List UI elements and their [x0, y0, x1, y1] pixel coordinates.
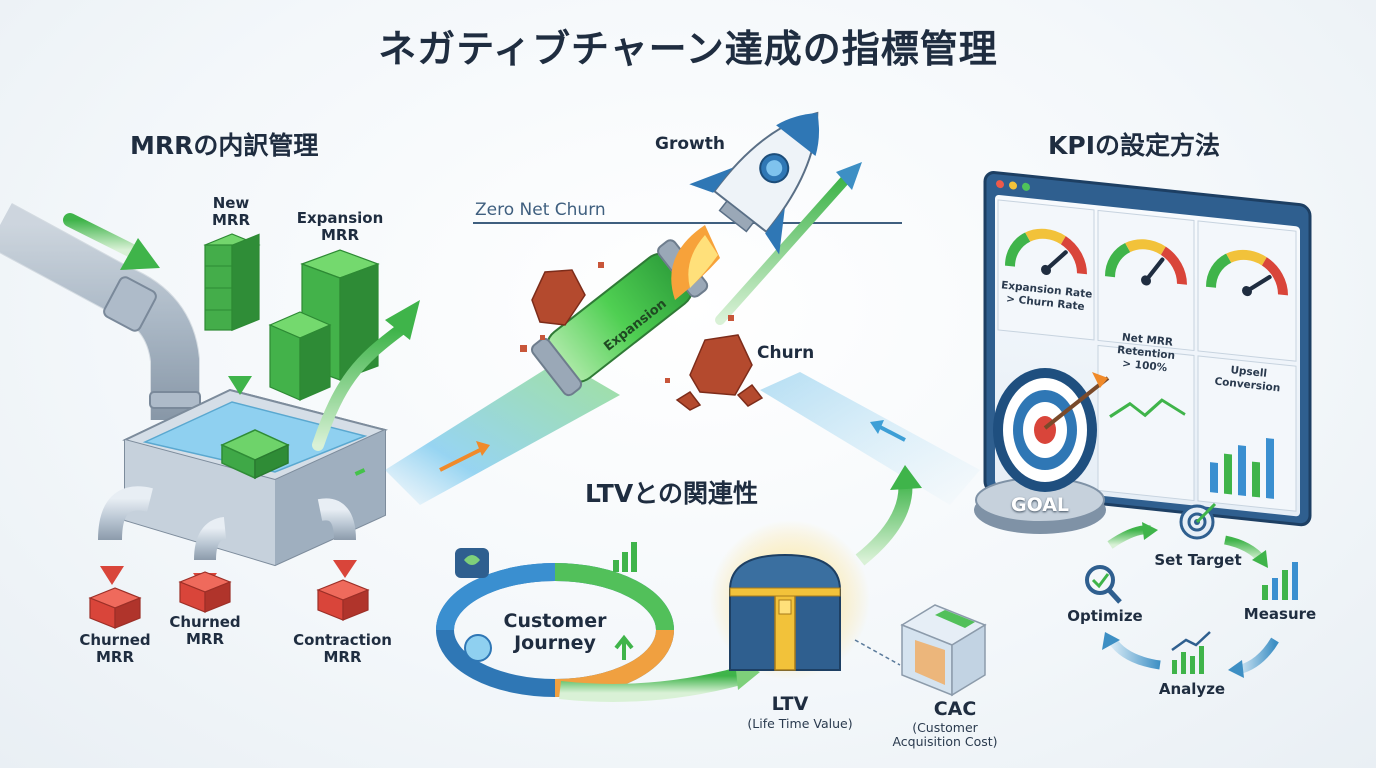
kpi-section-heading: KPIの設定方法 — [1048, 131, 1220, 160]
growth-streams — [385, 111, 980, 505]
cac-sub-label: (Customer Acquisition Cost) — [892, 720, 998, 749]
cycle-set-target: Set Target — [1154, 551, 1242, 569]
kpi-dashboard — [974, 171, 1312, 534]
goal-label: GOAL — [1010, 494, 1070, 516]
gauge-arc — [1025, 228, 1066, 245]
gauge-hub — [1141, 275, 1151, 286]
gauge-arc — [1105, 242, 1131, 278]
gauge-arc — [1160, 246, 1187, 285]
gauge-arc — [1060, 236, 1087, 275]
gauge-arc — [1125, 239, 1166, 256]
churned-mrr-mid-label: Churned MRR — [169, 613, 241, 648]
gauge-hub — [1242, 286, 1252, 297]
cycle-analyze: Analyze — [1158, 680, 1226, 698]
gauge-arc — [1005, 232, 1031, 267]
gauge-hub — [1041, 264, 1051, 275]
ltv-section-heading: LTVとの関連性 — [585, 479, 758, 508]
ltv-label: LTV — [771, 693, 809, 715]
gauge-arc — [1261, 257, 1288, 296]
ltv-sub-label: (Life Time Value) — [747, 716, 853, 731]
mrr-pipe-system — [0, 203, 420, 629]
churned-mrr-left-label: Churned MRR — [79, 631, 151, 666]
page-title: ネガティブチャーン達成の指標管理 — [378, 27, 998, 71]
gauge-arc — [1206, 253, 1232, 289]
cac-label: CAC — [933, 698, 977, 720]
zero-net-churn-label: Zero Net Churn — [475, 200, 606, 220]
growth-label: Growth — [655, 134, 725, 154]
kpi-cycle — [1085, 502, 1298, 678]
cycle-optimize: Optimize — [1067, 607, 1143, 625]
cycle-measure: Measure — [1243, 605, 1317, 623]
new-mrr-label: New MRR — [211, 194, 251, 229]
ltv-loop — [436, 465, 987, 702]
contraction-mrr-label: Contraction MRR — [293, 631, 392, 666]
customer-journey-label: Customer Journey — [503, 610, 607, 654]
gauge-arc — [1226, 249, 1267, 266]
churn-label: Churn — [757, 343, 815, 363]
mrr-section-heading: MRRの内訳管理 — [130, 131, 319, 160]
expansion-mrr-label: Expansion MRR — [296, 209, 384, 244]
